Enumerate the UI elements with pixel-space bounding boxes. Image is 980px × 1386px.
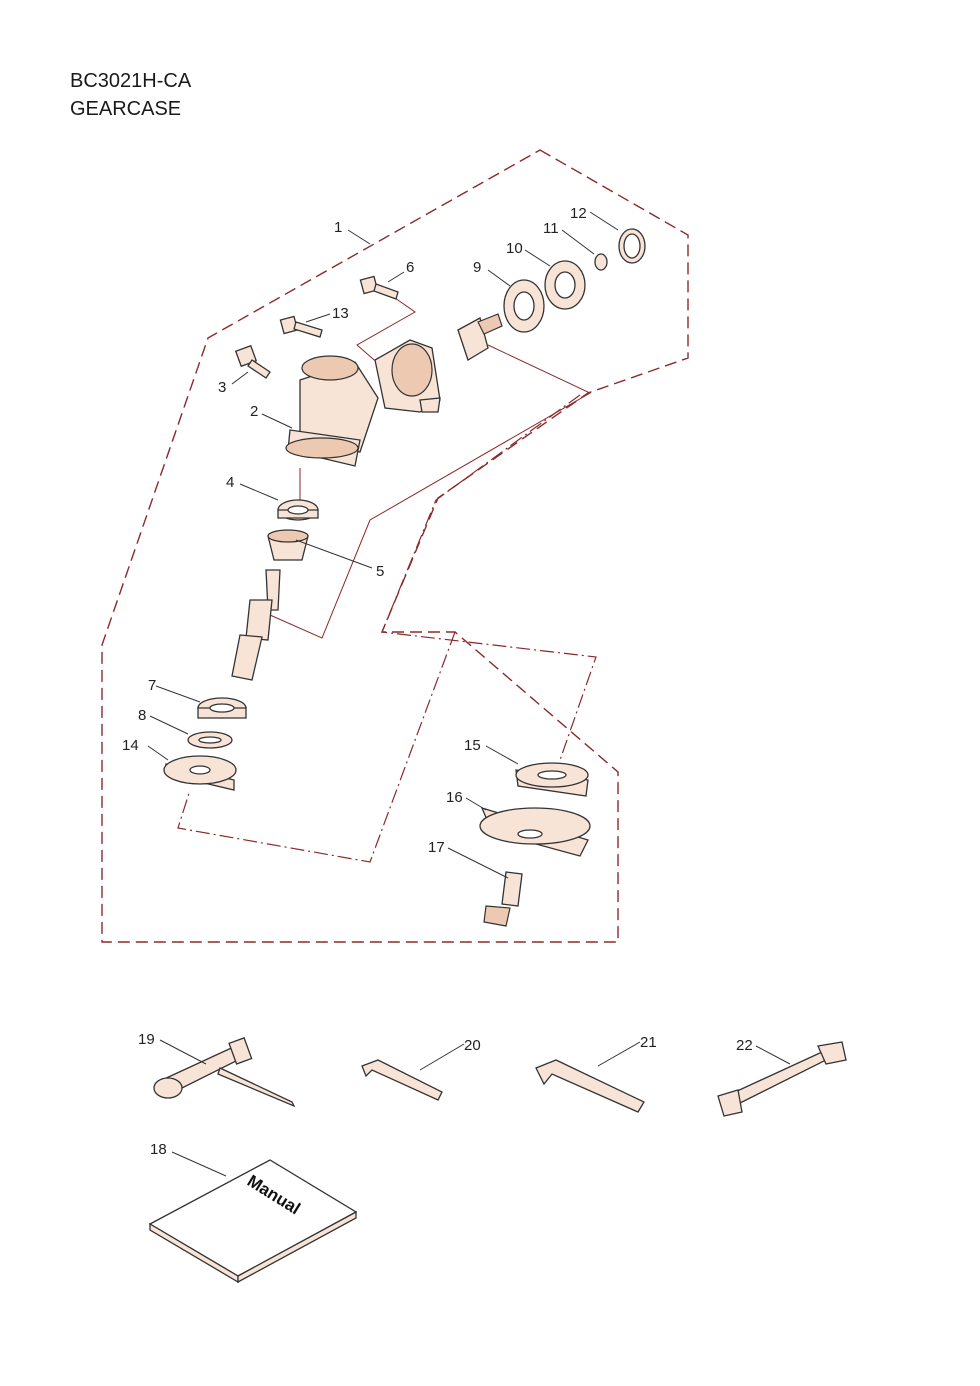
bolt-6 xyxy=(359,275,399,300)
callout-4: 4 xyxy=(226,474,234,491)
lower-guide xyxy=(177,631,456,863)
cover-14 xyxy=(163,755,237,791)
callout-1: 1 xyxy=(334,219,342,236)
callout-9: 9 xyxy=(473,259,481,276)
bevel-pinion-gear xyxy=(457,313,503,361)
bearing-10 xyxy=(544,260,586,310)
bolt-3 xyxy=(234,344,271,379)
bearing-guide xyxy=(269,344,592,639)
retaining-ring-12 xyxy=(618,228,646,264)
callout-12: 12 xyxy=(570,205,587,222)
callout-6: 6 xyxy=(406,259,414,276)
washer-15 xyxy=(515,762,589,797)
callout-15: 15 xyxy=(464,737,481,754)
callout-10: 10 xyxy=(506,240,523,257)
manual-booklet: Manual xyxy=(148,1159,358,1284)
bearing-9 xyxy=(503,279,545,333)
hex-key-20 xyxy=(361,1059,443,1101)
callout-17: 17 xyxy=(428,839,445,856)
model-number: BC3021H-CA xyxy=(70,70,192,92)
callout-2: 2 xyxy=(250,403,258,420)
bearing-4 xyxy=(277,499,319,521)
section-title: GEARCASE xyxy=(70,98,182,120)
bolt-13 xyxy=(279,315,323,338)
protector-16 xyxy=(479,806,591,857)
callout-19: 19 xyxy=(138,1031,155,1048)
gear-housing xyxy=(285,339,441,467)
callout-7: 7 xyxy=(148,677,156,694)
callout-22: 22 xyxy=(736,1037,753,1054)
leader-lines xyxy=(147,211,791,1177)
callout-numbers: 1 2 3 4 5 6 7 8 9 10 11 12 13 14 15 16 1… xyxy=(122,205,753,1158)
callout-14: 14 xyxy=(122,737,139,754)
callout-13: 13 xyxy=(332,305,349,322)
callout-20: 20 xyxy=(464,1037,481,1054)
callout-18: 18 xyxy=(150,1141,167,1158)
socket-wrench-19 xyxy=(153,1037,296,1108)
bevel-gear-5 xyxy=(267,529,309,561)
callout-5: 5 xyxy=(376,563,384,580)
callout-11: 11 xyxy=(543,220,559,237)
ring-11 xyxy=(594,253,608,271)
bearing-7 xyxy=(197,697,247,719)
callout-8: 8 xyxy=(138,707,146,724)
bolt-guide xyxy=(356,297,416,366)
callout-3: 3 xyxy=(218,379,226,396)
open-wrench-22 xyxy=(717,1041,847,1117)
washer-8 xyxy=(187,731,233,749)
bolt-17 xyxy=(483,871,523,927)
subassembly-guide xyxy=(381,394,597,761)
callout-16: 16 xyxy=(446,789,463,806)
spindle-shaft xyxy=(231,569,281,681)
callout-21: 21 xyxy=(640,1034,657,1051)
hex-key-21 xyxy=(535,1059,645,1113)
